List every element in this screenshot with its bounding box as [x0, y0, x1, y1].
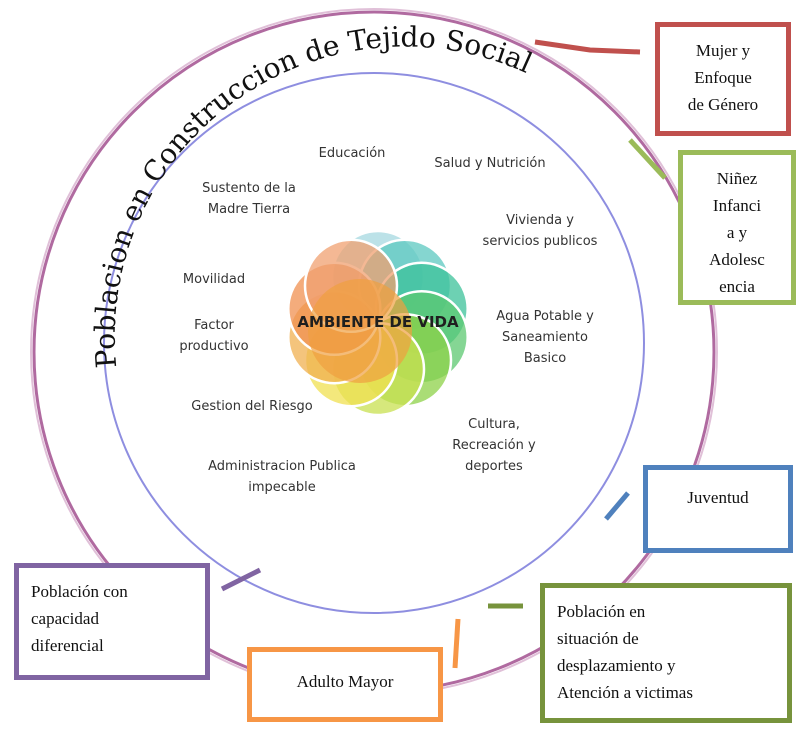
- inner-label: Cultura, Recreación y deportes: [452, 417, 536, 474]
- inner-label-line: Recreación y: [452, 438, 536, 453]
- inner-label-line: Administracion Publica: [208, 459, 356, 474]
- inner-label-line: Vivienda y: [506, 213, 574, 228]
- inner-label-line: Movilidad: [183, 272, 245, 287]
- inner-label-line: Madre Tierra: [208, 202, 290, 217]
- inner-label-line: productivo: [179, 339, 248, 354]
- center-label: AMBIENTE DE VIDA: [297, 313, 459, 331]
- connector-adulto: [452, 618, 461, 669]
- inner-label: Vivienda y servicios publicos: [483, 213, 598, 249]
- inner-label: Educación: [319, 146, 386, 161]
- box-line: Niñez: [716, 169, 758, 188]
- box-line: Juventud: [687, 488, 749, 507]
- box-line: Adulto Mayor: [296, 672, 394, 691]
- inner-label-line: Gestion del Riesgo: [191, 399, 313, 414]
- inner-label-line: Saneamiento: [502, 330, 588, 345]
- connector-lines: [220, 39, 667, 669]
- box-juventud: Juventud: [643, 465, 793, 553]
- inner-label-line: deportes: [465, 459, 523, 474]
- box-desplazamiento: Población en situación de desplazamiento y…: [540, 583, 792, 723]
- inner-label: Sustento de la Madre Tierra: [202, 181, 296, 217]
- box-line: situación de: [557, 629, 639, 648]
- inner-label-line: Basico: [524, 351, 566, 366]
- box-line: de Género: [687, 95, 759, 114]
- inner-ring: [103, 72, 645, 614]
- box-adulto: Adulto Mayor: [247, 647, 443, 722]
- petal-flower: [287, 229, 469, 417]
- inner-label: Salud y Nutrición: [434, 156, 545, 171]
- box-line: Población en: [557, 602, 646, 621]
- inner-label-line: Agua Potable y: [496, 309, 594, 324]
- inner-label-line: Cultura,: [468, 417, 520, 432]
- inner-label: Movilidad: [183, 272, 245, 287]
- inner-label-line: Sustento de la: [202, 181, 296, 196]
- connector-mujer: [534, 39, 641, 55]
- inner-label-line: Educación: [319, 146, 386, 161]
- connector-discapacidad: [220, 567, 262, 592]
- inner-label-line: impecable: [248, 480, 316, 495]
- connector-juventud: [604, 491, 630, 521]
- box-line: a y: [726, 223, 748, 242]
- box-discapacidad: Población con capacidad diferencial: [14, 563, 210, 680]
- box-line: Adolesc: [709, 250, 765, 269]
- connector-ninez: [628, 138, 667, 180]
- box-line: Infanci: [712, 196, 762, 215]
- box-line: diferencial: [31, 636, 104, 655]
- box-line: capacidad: [31, 609, 99, 628]
- box-line: Atención a victimas: [557, 683, 693, 702]
- inner-label-line: Factor: [194, 318, 234, 333]
- inner-label: Administracion Publica impecable: [208, 459, 356, 495]
- box-line: Mujer y: [695, 41, 751, 60]
- inner-label-line: servicios publicos: [483, 234, 598, 249]
- box-line: desplazamiento y: [557, 656, 676, 675]
- box-line: encia: [719, 277, 755, 296]
- inner-label: Gestion del Riesgo: [191, 399, 313, 414]
- inner-label: Factor productivo: [179, 318, 248, 354]
- box-line: Población con: [31, 582, 128, 601]
- inner-label-line: Salud y Nutrición: [434, 156, 545, 171]
- box-mujer: Mujer y Enfoque de Género: [655, 22, 791, 136]
- box-line: Enfoque: [694, 68, 752, 87]
- petal-core: [308, 279, 412, 383]
